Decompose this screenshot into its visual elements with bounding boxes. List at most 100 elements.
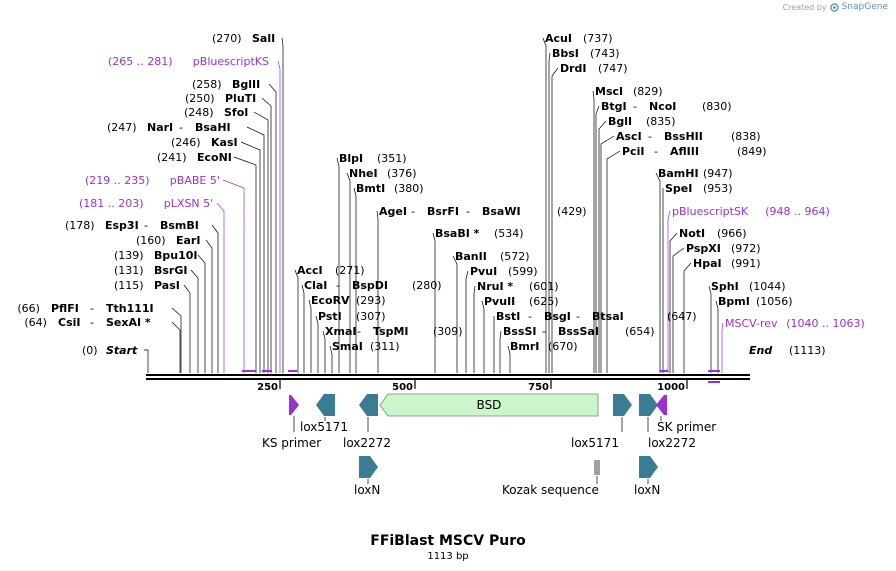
site-name-mid-13-1: BspDI: [352, 279, 388, 292]
snapgene-credit: Created by SnapGene: [783, 2, 888, 12]
leader-mid-16: [322, 330, 326, 373]
leader-right-16: [721, 322, 724, 373]
site-left-7: (241)EcoNI: [157, 151, 232, 164]
site-pos-left-4: (248): [184, 106, 214, 119]
site-pos-left-7: (241): [157, 151, 187, 164]
leader-left-6: [240, 141, 261, 373]
leader-left-11: [205, 239, 213, 373]
leader-mid-15: [315, 315, 319, 373]
leader-mid-2: [353, 187, 357, 373]
site-name-right-14-0: SphI: [711, 280, 739, 293]
tick-label-250: 250: [257, 382, 278, 393]
leader-right-11: [669, 232, 678, 373]
feature-kozak: [594, 460, 600, 475]
site-sep: -: [576, 310, 580, 323]
site-pos-left-9: (181 .. 203): [79, 197, 144, 210]
site-pos-left-13: (131): [114, 264, 144, 277]
site-left-0: (270)SalI: [212, 32, 275, 45]
site-left-6: (246)KasI: [171, 136, 238, 149]
site-name-mid-9-2: BtsaI: [592, 310, 624, 323]
leader-mid-6: [465, 270, 469, 373]
site-name-right-1-0: BbsI: [552, 47, 579, 60]
leader-right-3: [592, 90, 595, 373]
tick-500: 500: [392, 380, 416, 393]
feature-label-loxn-b: loxN: [634, 483, 660, 497]
site-mid-16: XmaI-TspMI(309): [325, 325, 463, 338]
site-sep: -: [144, 219, 148, 232]
site-pos-right-3: (829): [633, 85, 663, 98]
leader-left-7: [233, 156, 257, 373]
feature-lox5171-b: [613, 394, 632, 416]
site-name-mid-12-0: AccI: [297, 264, 323, 277]
site-right-5: BglI(835): [608, 115, 676, 128]
site-left-14: (115)PasI: [114, 279, 180, 292]
site-pos-right-12: (972): [731, 242, 761, 255]
feature-label-lox5171-a: lox5171: [300, 420, 348, 434]
leader-mid-8: [481, 300, 485, 373]
site-mid-17: SmaI(311): [332, 340, 400, 353]
leader-mid-7: [473, 285, 476, 373]
site-sep: -: [411, 205, 415, 218]
leader-left-12: [197, 254, 206, 373]
tick-label-1000: 1000: [657, 382, 685, 393]
site-pos-left-14: (115): [114, 279, 144, 292]
feature-label-kozak: Kozak sequence: [502, 483, 599, 497]
map-subtitle: 1113 bp: [427, 551, 468, 562]
site-pos-left-12: (139): [114, 249, 144, 262]
site-name-left-2-0: BglII: [232, 78, 260, 91]
feature-loxn-a: [359, 456, 378, 478]
site-pos-mid-15: (307): [356, 310, 386, 323]
feature-label-loxn-a: loxN: [354, 483, 380, 497]
site-pos-left-10: (178): [65, 219, 95, 232]
site-left-12: (139)Bpu10I: [114, 249, 198, 262]
site-pos-right-6: (838): [731, 130, 761, 143]
site-mid-9: BstI-BsgI-BtsaI(647): [496, 310, 697, 323]
feature-ks-primer: [289, 395, 299, 415]
site-left-5: (247)NarI-BsaHI: [107, 121, 231, 134]
site-pos-right-7: (849): [737, 145, 767, 158]
site-name-right-4-0: BtgI: [601, 100, 627, 113]
site-pos-left-6: (246): [171, 136, 201, 149]
site-mid-10: BssSI-BssSaI(654): [503, 325, 655, 338]
start-pos: (0): [82, 344, 98, 357]
start-leader: [144, 349, 149, 373]
site-name-right-11-0: NotI: [679, 227, 705, 240]
leader-mid-4: [432, 232, 436, 373]
site-pos-left-15: (66): [17, 302, 40, 315]
leader-left-4: [253, 111, 269, 373]
leader-right-2: [551, 67, 559, 373]
site-name-left-16-1: SexAI *: [106, 316, 151, 329]
site-pos-mid-6: (599): [508, 265, 538, 278]
site-pos-mid-7: (601): [529, 280, 559, 293]
site-mid-13: ClaI-BspDI(280): [304, 279, 442, 292]
site-name-right-0-0: AcuI: [545, 32, 572, 45]
leader-right-8: [655, 172, 661, 373]
site-name-left-1-0: pBluescriptKS: [193, 55, 269, 68]
site-sep: -: [90, 302, 94, 315]
site-mid-14: EcoRV(293): [311, 294, 386, 307]
site-mid-12: AccI(271): [297, 264, 365, 277]
site-pos-right-10: (948 .. 964): [765, 205, 830, 218]
site-sep: -: [179, 121, 183, 134]
site-name-left-11-0: EarI: [176, 234, 200, 247]
site-name-mid-11-0: BmrI: [510, 340, 539, 353]
feature-label-lox2272-b: lox2272: [648, 436, 696, 450]
site-pos-mid-4: (534): [494, 227, 524, 240]
site-name-mid-4-0: BsaBI *: [435, 227, 480, 240]
site-pos-mid-5: (572): [500, 250, 530, 263]
site-name-mid-8-0: PvuII: [484, 295, 515, 308]
snapgene-logo-icon: [829, 2, 839, 12]
leader-right-5: [598, 120, 607, 373]
end-pos: (1113): [789, 344, 826, 357]
feature-sk-primer: [656, 395, 667, 415]
site-pos-mid-8: (625): [529, 295, 559, 308]
site-name-left-0-0: SalI: [252, 32, 275, 45]
leader-mid-10: [499, 330, 502, 373]
site-pos-mid-9: (647): [667, 310, 697, 323]
site-name-mid-0-0: BlpI: [339, 152, 363, 165]
site-mid-4: BsaBI * (534): [435, 227, 524, 240]
site-name-mid-14-0: EcoRV: [311, 294, 350, 307]
tick-750: 750: [528, 380, 552, 393]
site-pos-mid-0: (351): [377, 152, 407, 165]
site-name-mid-16-0: XmaI: [325, 325, 356, 338]
